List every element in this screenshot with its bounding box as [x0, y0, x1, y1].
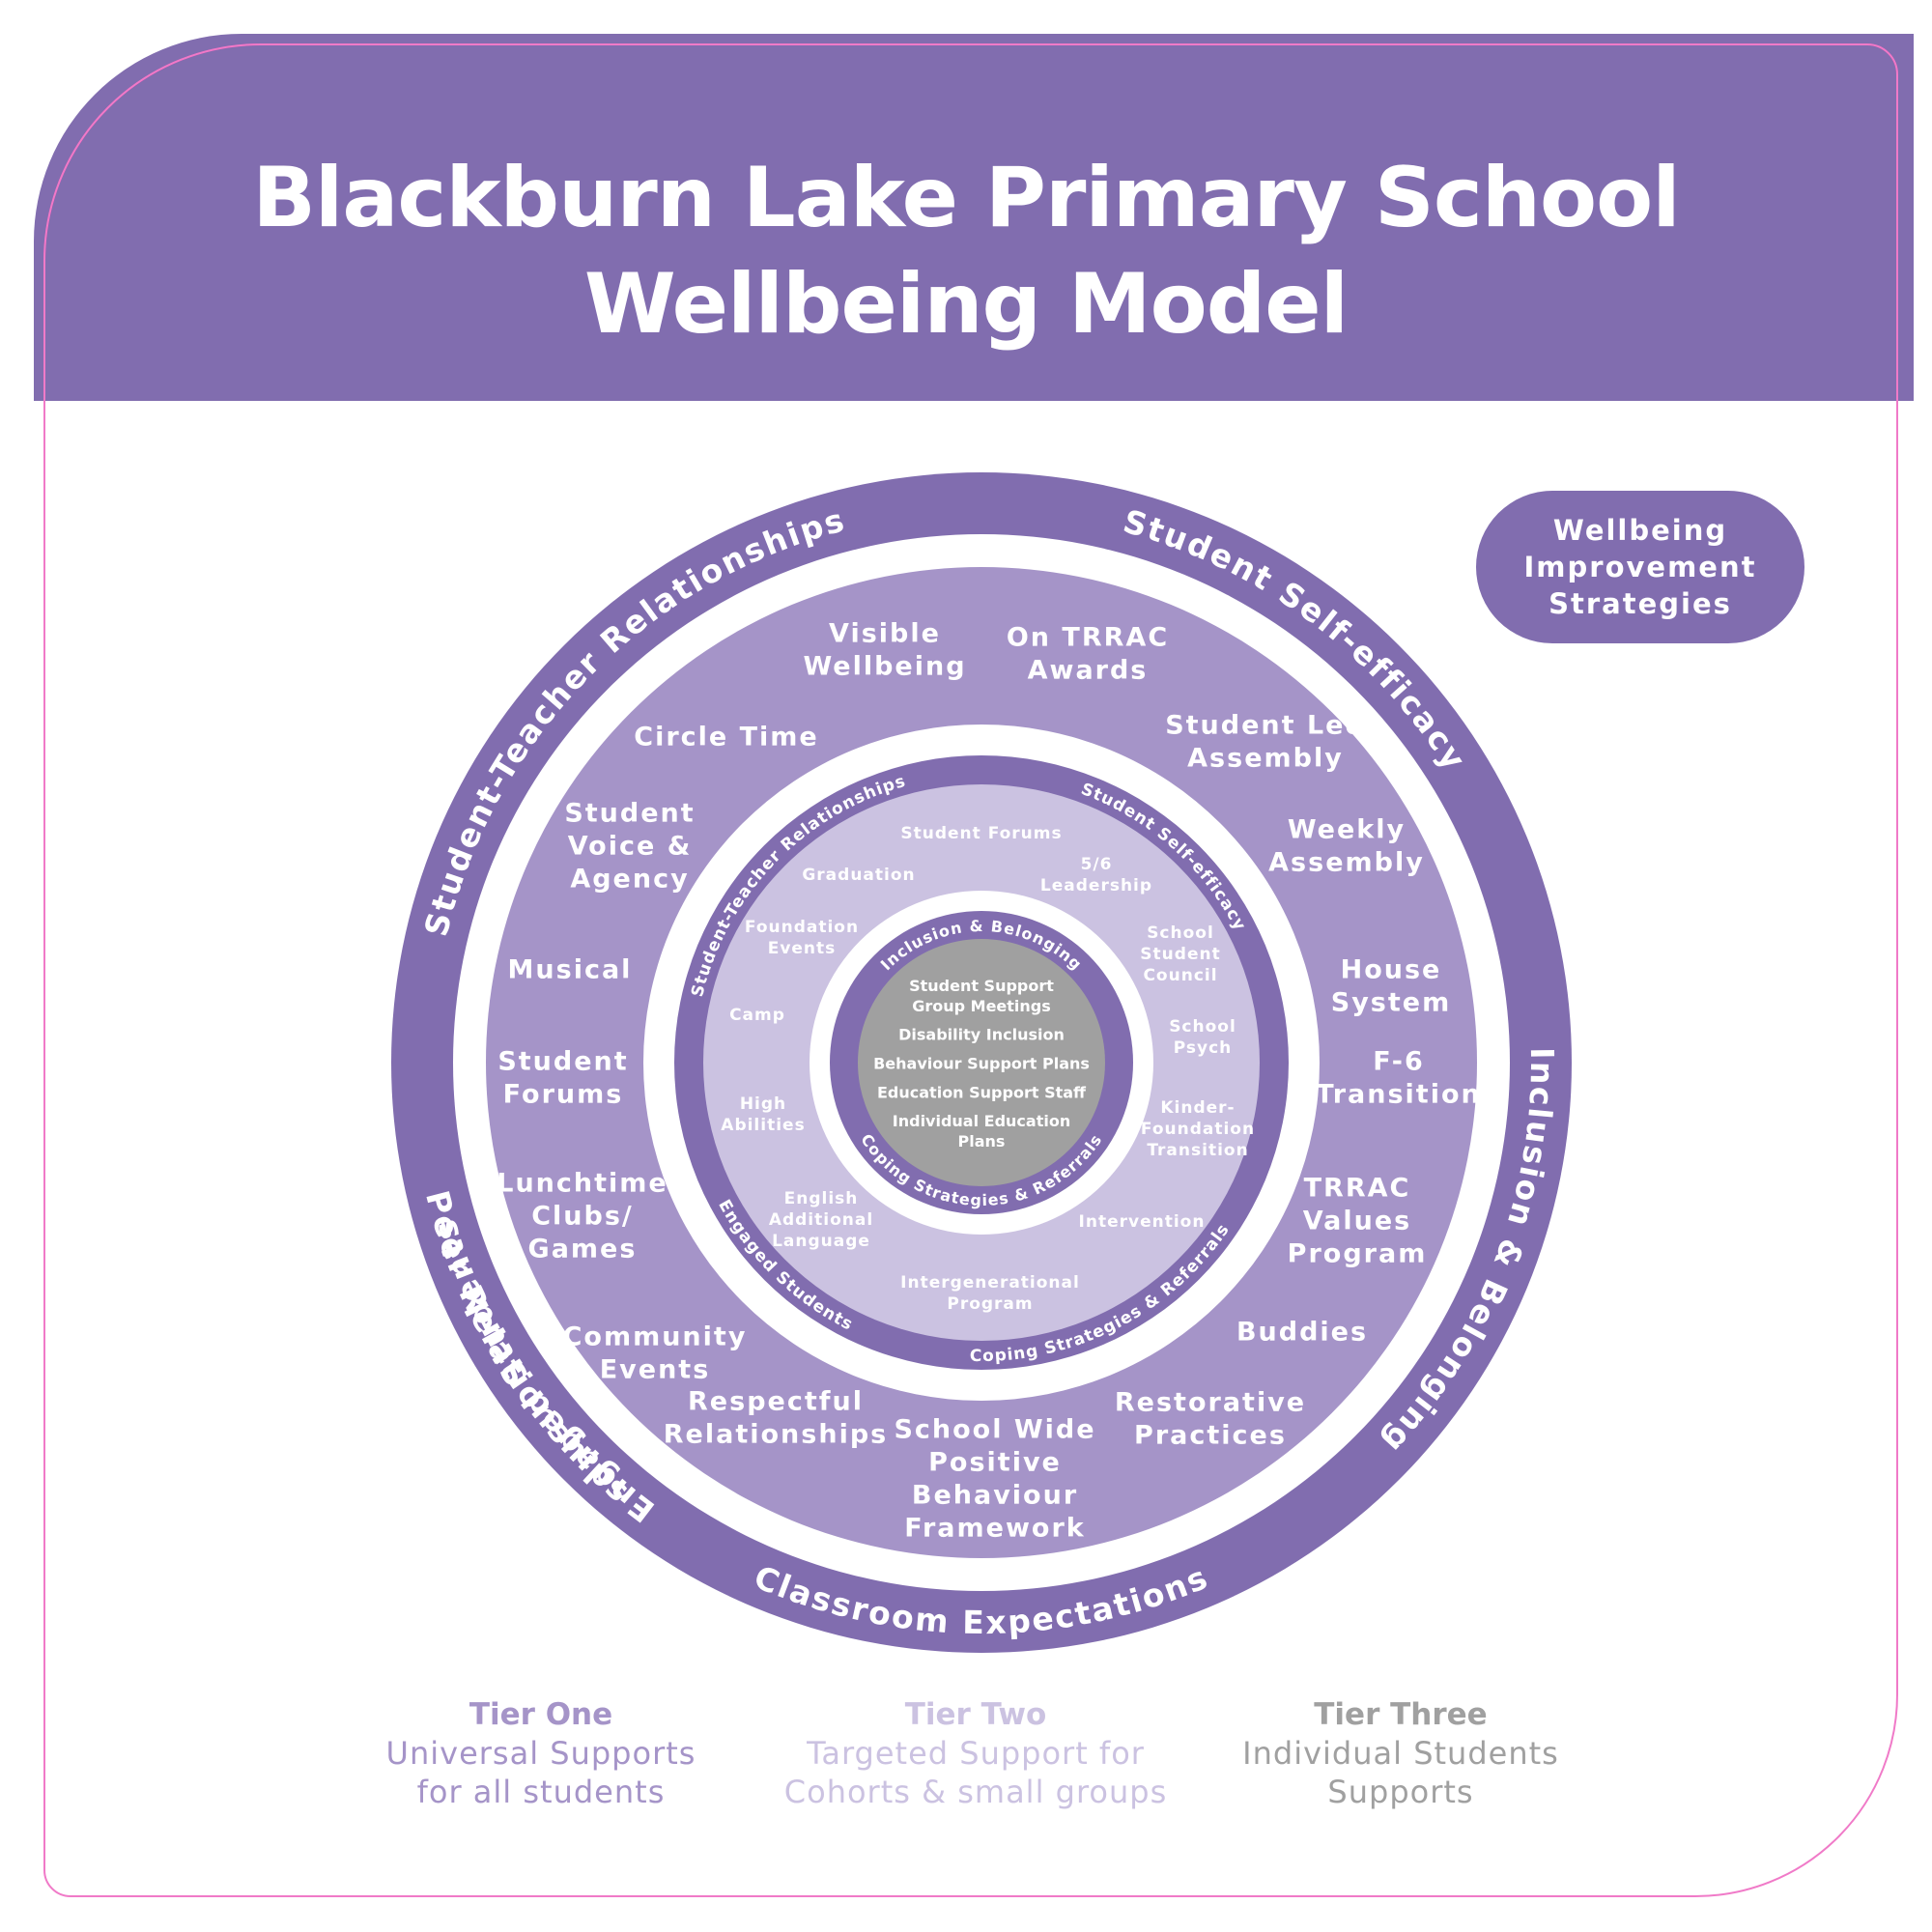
- badge-line: Wellbeing: [1552, 514, 1728, 547]
- tier-one-item: Circle Time: [634, 722, 818, 752]
- legend-tier-one-description: Universal Supports for all students: [328, 1734, 753, 1811]
- tier-three-core: [858, 939, 1105, 1186]
- legend-desc-line: Cohorts & small groups: [783, 1774, 1168, 1810]
- tier-two-item: Student Forums: [900, 824, 1062, 843]
- tier-three-item: Behaviour Support Plans: [873, 1055, 1090, 1073]
- legend-desc-line: Supports: [1327, 1774, 1474, 1810]
- wellbeing-improvement-strategies-badge: Wellbeing Improvement Strategies: [1476, 491, 1804, 643]
- legend-desc-line: for all students: [416, 1774, 666, 1810]
- legend-desc-line: Targeted Support for: [807, 1735, 1145, 1772]
- legend-desc-line: Universal Supports: [385, 1735, 696, 1772]
- legend-tier-one: Tier One Universal Supports for all stud…: [328, 1695, 753, 1811]
- legend-tier-one-title: Tier One: [469, 1697, 613, 1732]
- page-frame: [43, 43, 1898, 1897]
- legend-tier-two-description: Targeted Support for Cohorts & small gro…: [763, 1734, 1188, 1811]
- legend-tier-three-description: Individual Students Supports: [1188, 1734, 1613, 1811]
- header-banner: [34, 34, 1914, 401]
- tier-three-item: Disability Inclusion: [898, 1026, 1065, 1044]
- legend-tier-three-title: Tier Three: [1314, 1697, 1488, 1732]
- tier-two-item: Camp: [729, 1006, 785, 1025]
- legend-desc-line: Individual Students: [1242, 1735, 1559, 1772]
- badge-line: Strategies: [1548, 587, 1732, 620]
- badge-line: Improvement: [1523, 551, 1757, 583]
- page-title-line-2: Wellbeing Model: [583, 256, 1349, 353]
- tier-one-item: Buddies: [1236, 1317, 1368, 1347]
- tier-three-item: Education Support Staff: [877, 1084, 1087, 1102]
- legend-tier-three: Tier Three Individual Students Supports: [1188, 1695, 1613, 1811]
- tier-two-item: Intervention: [1079, 1212, 1206, 1232]
- page-title-line-1: Blackburn Lake Primary School: [252, 150, 1680, 246]
- tier-one-item: Musical: [508, 954, 633, 984]
- tier-two-item: Graduation: [802, 866, 915, 885]
- page-title: Blackburn Lake Primary School Wellbeing …: [0, 145, 1932, 357]
- legend-tier-two-title: Tier Two: [904, 1697, 1047, 1732]
- legend-tier-two: Tier Two Targeted Support for Cohorts & …: [763, 1695, 1188, 1811]
